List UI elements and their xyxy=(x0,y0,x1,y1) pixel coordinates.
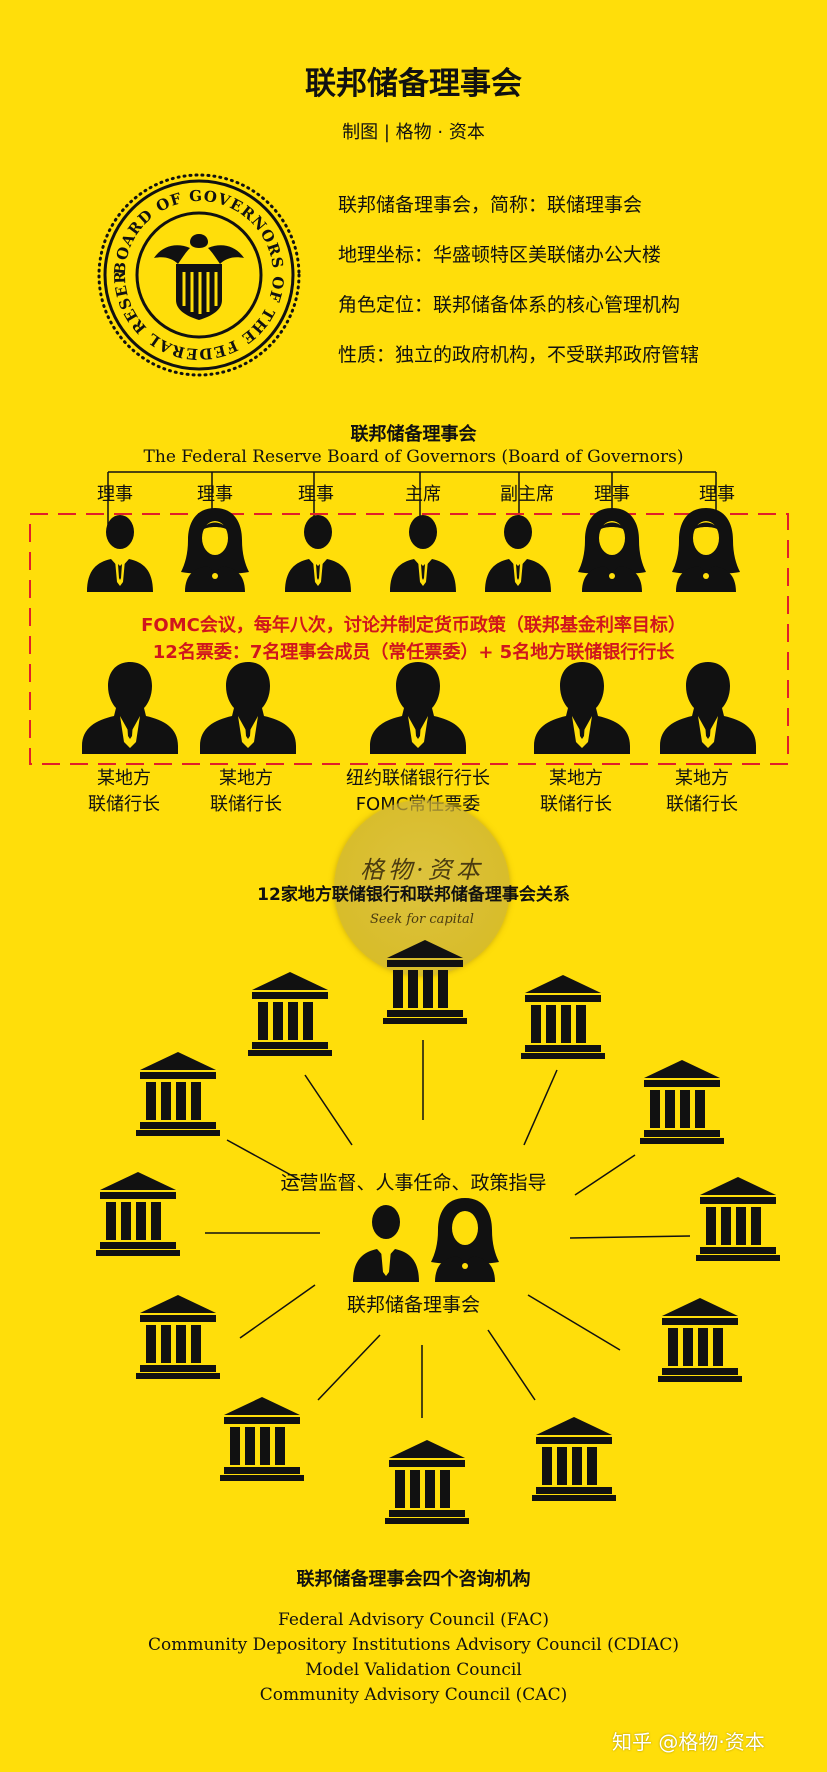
role-label-governor: 理事 xyxy=(197,484,233,505)
role-label-governor: 理事 xyxy=(97,484,133,505)
president-label: 某地方 联储行长 xyxy=(496,766,656,818)
watermark-cn: 格物·资本 xyxy=(360,856,484,884)
center-governors xyxy=(353,1198,499,1282)
bank-building-icon xyxy=(532,1417,616,1501)
president-label-line1: 某地方 xyxy=(675,768,729,789)
fomc-dashed-box xyxy=(29,513,789,765)
president-label-line2: 联储行长 xyxy=(540,794,612,815)
info-nature: 性质：独立的政府机构，不受联邦政府管辖 xyxy=(338,344,700,366)
president-label-line1: 某地方 xyxy=(97,768,151,789)
bank-building-icon xyxy=(640,1060,724,1144)
advisory-item-cdiac: Community Depository Institutions Adviso… xyxy=(148,1635,679,1655)
info-short-name: 联邦储备理事会，简称：联储理事会 xyxy=(338,194,643,216)
advisory-item-mvc: Model Validation Council xyxy=(305,1660,522,1680)
president-label-line1: 某地方 xyxy=(549,768,603,789)
fomc-description: FOMC会议，每年八次，讨论并制定货币政策（联邦基金利率目标） 12名票委：7名… xyxy=(0,612,827,666)
president-label-line2: 联储行长 xyxy=(666,794,738,815)
page-title: 联邦储备理事会 xyxy=(305,66,522,102)
president-label: 某地方 联储行长 xyxy=(166,766,326,818)
board-title-en: The Federal Reserve Board of Governors (… xyxy=(143,447,684,467)
president-label-line2: 联储行长 xyxy=(210,794,282,815)
footer-attribution[interactable]: 知乎 @格物·资本 xyxy=(612,1730,765,1754)
fomc-line-1: FOMC会议，每年八次，讨论并制定货币政策（联邦基金利率目标） xyxy=(141,615,686,636)
relation-label: 运营监督、人事任命、政策指导 xyxy=(280,1172,547,1194)
board-title-cn: 联邦储备理事会 xyxy=(350,424,477,445)
info-location: 地理坐标：华盛顿特区美联储办公大楼 xyxy=(338,244,662,266)
watermark-en: Seek for capital xyxy=(370,912,474,927)
role-label-chair: 主席 xyxy=(405,484,441,505)
advisory-item-fac: Federal Advisory Council (FAC) xyxy=(277,1610,550,1630)
bank-building-icon xyxy=(248,972,332,1056)
center-label: 联邦储备理事会 xyxy=(346,1294,480,1316)
president-label: 某地方 联储行长 xyxy=(44,766,204,818)
advisory-item-cac: Community Advisory Council (CAC) xyxy=(259,1685,568,1705)
seal-icon: BOARD OF GOVERNORS OF THE FEDERAL RESERV… xyxy=(87,158,301,377)
fomc-line-2: 12名票委：7名理事会成员（常任票委）+ 5名地方联储银行行长 xyxy=(152,642,675,663)
president-label: 某地方 联储行长 xyxy=(622,766,782,818)
person-female-icon xyxy=(431,1198,499,1282)
bank-building-icon xyxy=(521,975,605,1059)
role-label-governor: 理事 xyxy=(298,484,334,505)
federal-reserve-seal: BOARD OF GOVERNORS OF THE FEDERAL RESERV… xyxy=(87,158,302,378)
page-subtitle: 制图 | 格物 · 资本 xyxy=(342,122,485,143)
president-label-line1: 某地方 xyxy=(219,768,273,789)
network-title: 12家地方联储银行和联邦储备理事会关系 xyxy=(257,885,570,905)
role-label-governor: 理事 xyxy=(594,484,630,505)
role-label-governor: 理事 xyxy=(699,484,735,505)
bank-building-icon xyxy=(136,1052,220,1136)
president-label-line2: 联储行长 xyxy=(88,794,160,815)
bank-building-icon xyxy=(220,1397,304,1481)
role-label-vice-chair: 副主席 xyxy=(500,484,554,505)
info-role: 角色定位：联邦储备体系的核心管理机构 xyxy=(338,294,681,316)
president-label-line1: 纽约联储银行行长 xyxy=(346,768,490,789)
advisory-title: 联邦储备理事会四个咨询机构 xyxy=(296,1569,531,1590)
bank-building-icon xyxy=(385,1440,469,1524)
person-male-icon xyxy=(353,1205,419,1282)
bank-building-icon xyxy=(383,940,467,1024)
